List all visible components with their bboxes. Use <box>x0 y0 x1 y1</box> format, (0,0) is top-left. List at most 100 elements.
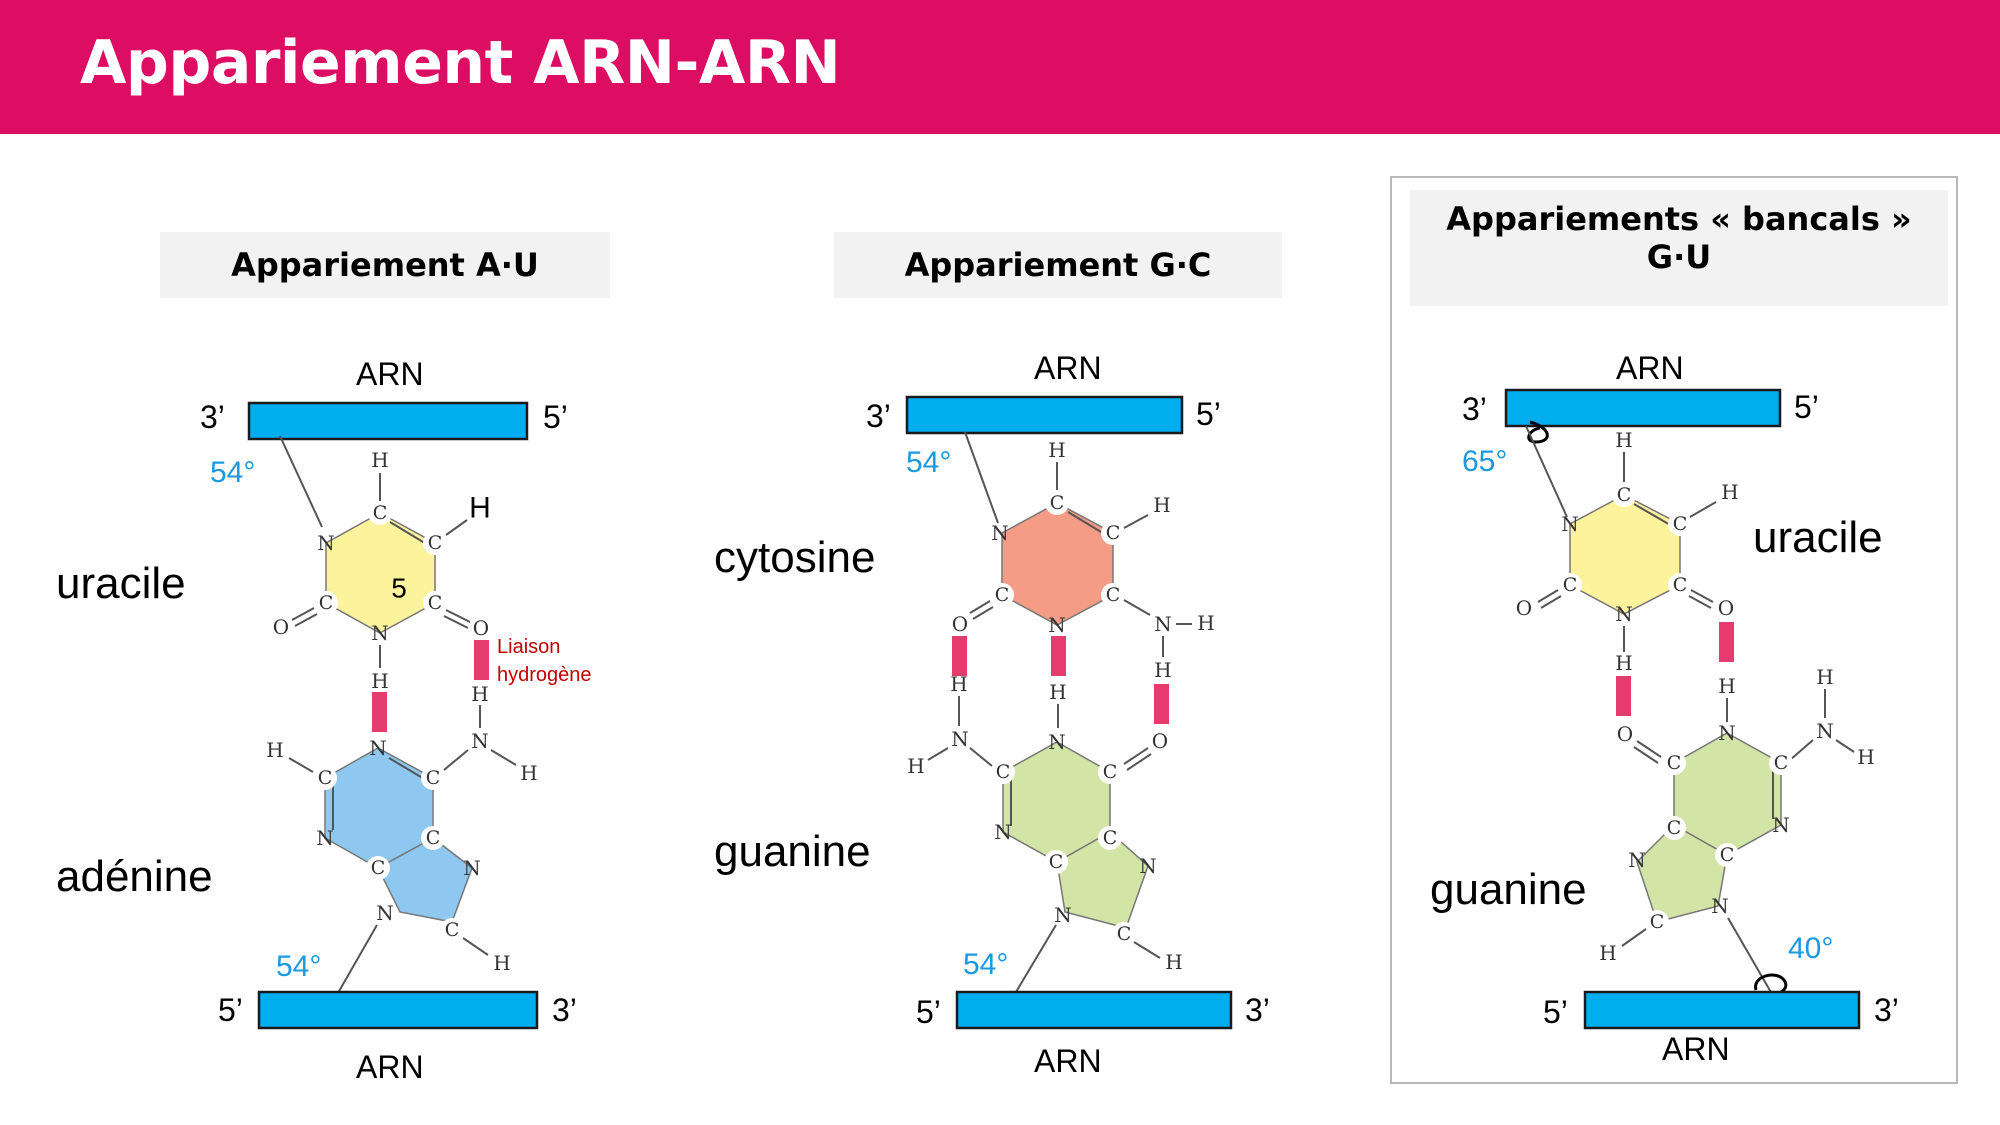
gc-c-c6: C <box>1050 492 1065 514</box>
gu-uracil-ring <box>1569 494 1681 615</box>
gu-u-h3: H <box>1615 651 1632 675</box>
gu-g-h1: H <box>1718 674 1735 698</box>
gu-bond <box>1540 595 1562 609</box>
gc-g-n2: N <box>951 727 969 751</box>
au-u-o2: O <box>273 615 289 639</box>
gc-double-bond <box>1067 511 1107 536</box>
gu-g-h2a: H <box>1816 665 1833 689</box>
gc-g-o6: O <box>1152 729 1168 753</box>
gu-top-rna-strand <box>1504 388 1782 428</box>
au-u-c4: C <box>428 592 443 614</box>
gc-c-c4: C <box>1106 584 1121 606</box>
gu-bottom-strand-label: ARN <box>1662 1031 1730 1067</box>
au-u-h3: H <box>371 669 388 693</box>
gu-u-c-dot <box>1558 573 1582 597</box>
gc-hydrogen-bond-2 <box>1051 636 1066 676</box>
au-bond <box>445 609 471 623</box>
au-bond <box>291 607 315 621</box>
au-u-c-dot <box>314 591 338 615</box>
gc-g-c8: C <box>1117 923 1132 945</box>
au-a-h2: H <box>266 738 283 762</box>
gc-bottom-strand-3prime: 3’ <box>1245 992 1270 1028</box>
gc-g-c-dot <box>991 760 1015 784</box>
au-a-c-dot <box>440 918 464 942</box>
gu-top-strand-5prime: 5’ <box>1794 389 1819 425</box>
gc-g-h8: H <box>1165 950 1182 974</box>
gc-c-c-dot <box>1101 521 1125 545</box>
gc-bottom-angle: 54° <box>963 948 1008 981</box>
gu-hydrogen-bond-2 <box>1616 676 1631 716</box>
au-a-c4: C <box>371 857 386 879</box>
au-u-o4: O <box>473 616 489 640</box>
panel-label-au: Appariement A·U <box>160 232 610 298</box>
gu-top-angle: 65° <box>1462 445 1507 478</box>
gc-g-n7: N <box>1139 854 1157 878</box>
gc-c-n3: N <box>1048 613 1066 637</box>
au-a-c8: C <box>445 919 460 941</box>
gu-bond <box>1688 595 1712 609</box>
gc-g-c-dot <box>1098 826 1122 850</box>
gc-c-c2: C <box>995 584 1010 606</box>
au-bottom-strand-5prime: 5’ <box>218 992 243 1028</box>
gc-c-h6: H <box>1048 438 1065 462</box>
au-a-n7: N <box>463 856 481 880</box>
au-pair-diagram: ARN 3’ 5’ 54° uracile 5 C C C C N N H H … <box>56 356 592 1085</box>
gc-pair-diagram: ARN 3’ 5’ 54° cytosine H C C C C N N H N… <box>714 350 1270 1079</box>
gc-g-c-dot <box>1112 922 1136 946</box>
gu-bottom-glycosidic-bond <box>1727 917 1773 995</box>
gc-g-h1: H <box>1049 680 1066 704</box>
gc-top-angle: 54° <box>906 446 951 479</box>
gu-g-c-dot <box>1769 751 1793 775</box>
gu-u-h6: H <box>1615 428 1632 452</box>
au-u-n3: N <box>371 621 389 645</box>
gc-g-c6: C <box>1103 761 1118 783</box>
au-u-h5: H <box>469 492 491 525</box>
au-u-c6: C <box>373 502 388 524</box>
au-a-c-dot <box>421 766 445 790</box>
gc-g-h2n2: H <box>907 754 924 778</box>
gu-g-o6: O <box>1617 722 1633 746</box>
gu-base-guanine-label: guanine <box>1430 865 1587 914</box>
gc-g-c5: C <box>1103 827 1118 849</box>
au-ring-number: 5 <box>391 573 407 604</box>
au-top-strand-3prime: 3’ <box>200 399 225 435</box>
gu-bond <box>1621 928 1647 947</box>
gc-bond <box>1123 747 1149 765</box>
gu-g-c8: C <box>1650 911 1665 933</box>
gu-bottom-strand-3prime: 3’ <box>1874 992 1899 1028</box>
gu-bond <box>1537 589 1559 603</box>
gc-bond <box>1123 599 1151 616</box>
gu-u-c2: C <box>1563 574 1578 596</box>
au-top-angle: 54° <box>210 456 255 489</box>
au-a-c-dot <box>313 766 337 790</box>
gu-g-h2b: H <box>1857 745 1874 769</box>
gc-top-strand-5prime: 5’ <box>1196 396 1221 432</box>
gc-top-glycosidic-bond <box>964 431 999 524</box>
au-a-c-dot <box>366 856 390 880</box>
gc-bond <box>1126 753 1152 771</box>
gc-g-c4: C <box>1049 851 1064 873</box>
au-hydrogen-bond-2 <box>474 640 489 680</box>
gc-c-n4: N <box>1154 612 1172 636</box>
au-hydrogen-bond-1 <box>372 692 387 732</box>
gu-bond <box>1689 501 1717 518</box>
gc-base-guanine-label: guanine <box>714 827 871 876</box>
gc-g-h1n2: H <box>950 672 967 696</box>
gu-bond <box>1636 740 1662 758</box>
gc-bottom-glycosidic-bond <box>1015 924 1057 993</box>
au-bond <box>294 613 318 627</box>
au-a-c6: C <box>426 767 441 789</box>
au-bottom-strand-label: ARN <box>356 1049 424 1085</box>
gc-c-n1: N <box>991 521 1009 545</box>
au-bottom-rna-strand <box>257 990 539 1030</box>
au-a-c-dot <box>421 826 445 850</box>
au-a-n9: N <box>376 901 394 925</box>
gc-bond <box>1123 514 1149 529</box>
gc-g-c-dot <box>1098 760 1122 784</box>
gc-g-n1: N <box>1048 730 1066 754</box>
gu-bottom-angle: 40° <box>1788 932 1833 965</box>
au-a-c2: C <box>318 767 333 789</box>
au-a-c5: C <box>426 827 441 849</box>
au-u-c-dot <box>423 591 447 615</box>
